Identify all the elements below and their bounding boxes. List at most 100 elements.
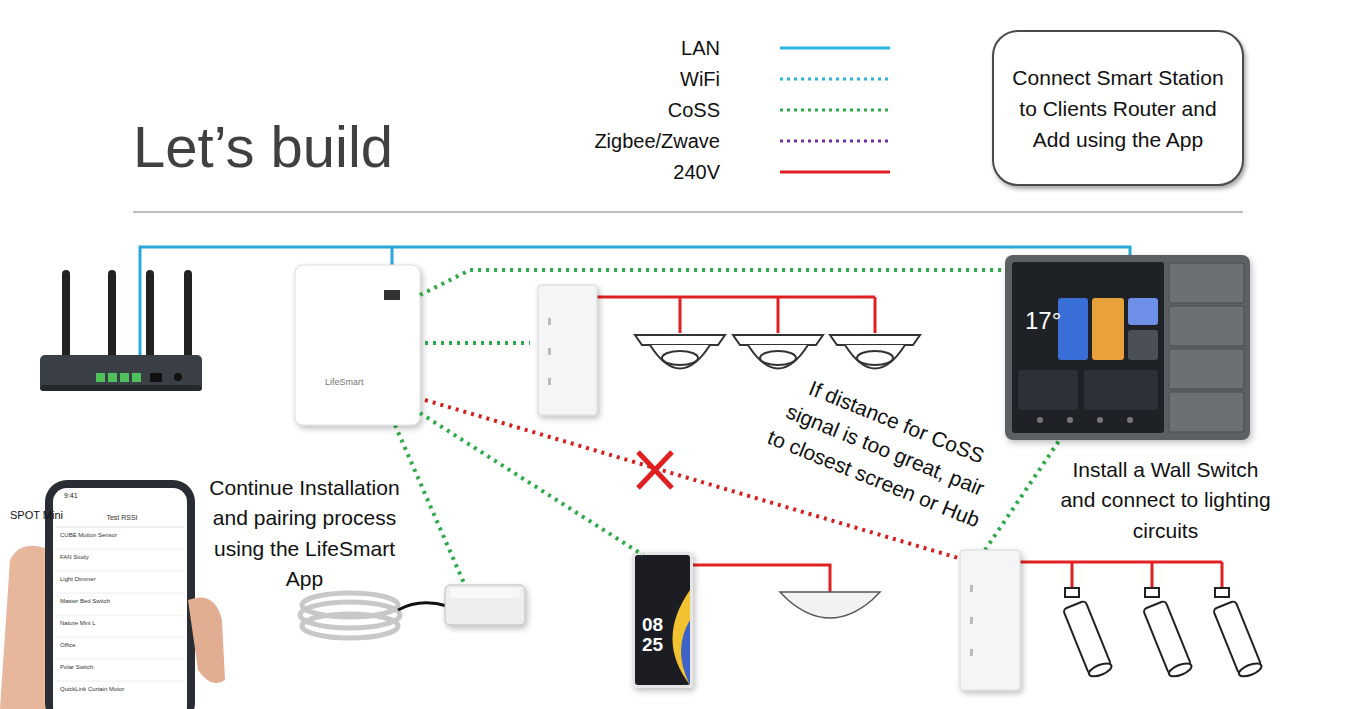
smart-screen-device (1005, 255, 1250, 440)
app-screen-text: Polar Switch (60, 664, 150, 671)
coss-connector (420, 270, 1005, 295)
lan-cable (140, 247, 1130, 378)
downlight (650, 345, 710, 369)
node-text: 17° (1025, 307, 1061, 335)
node-text: Connect Smart Station to Clients Router … (1010, 62, 1226, 155)
legend-text: LAN (681, 36, 720, 60)
app-screen-text: Light Dimmer (60, 576, 150, 583)
phone (45, 480, 195, 709)
wall-switch (970, 585, 973, 592)
router (132, 373, 141, 382)
instruction-box: Connect Smart Station to Clients Router … (992, 30, 1244, 186)
smart-screen-device (1012, 262, 1164, 433)
mains-wiring (777, 297, 780, 333)
legend-samples (780, 47, 890, 50)
mains-wiring (690, 565, 830, 592)
hub-device (295, 265, 420, 425)
router (40, 355, 202, 390)
mains-wiring (1151, 562, 1154, 590)
app-screen-text: Master Bed Switch (60, 598, 150, 605)
app-screen-text: Office (60, 642, 150, 649)
legend-text: WiFi (680, 67, 720, 91)
smart-screen-node: 17° (1005, 255, 1250, 440)
legend-samples (780, 140, 890, 143)
title-rule (133, 212, 1243, 213)
smart-screen-device (1058, 298, 1088, 360)
router (62, 270, 70, 362)
app-screen-text: QuickLink Curtain Motor (60, 686, 150, 693)
track-spotlight (1237, 661, 1263, 679)
downlight (635, 335, 920, 369)
app-screen-text: Nature Mini L (60, 620, 150, 627)
led-strip (300, 593, 400, 638)
smart-screen-device (1084, 370, 1158, 410)
led-wire (398, 603, 447, 610)
legend-text: Zigbee/Zwave (594, 129, 720, 153)
phone (56, 615, 184, 616)
hub-device (384, 290, 400, 300)
wall-switch (548, 348, 551, 355)
phone (56, 593, 184, 594)
legend-text: 240V (673, 160, 720, 184)
track-spotlight (1145, 588, 1159, 597)
mains-wiring (1020, 561, 1222, 564)
downlight (857, 351, 893, 365)
thumb (188, 598, 225, 684)
coss-link (395, 425, 470, 597)
router (108, 270, 116, 362)
mains-wiring (874, 297, 877, 333)
router (184, 270, 192, 362)
wall-switch (538, 285, 597, 415)
wall-switch (548, 318, 551, 325)
hand (0, 546, 50, 709)
wall-switch (960, 550, 1020, 690)
wall-switch (970, 649, 973, 656)
track-spotlight (1167, 661, 1193, 679)
node-text: LifeSmart (325, 377, 364, 387)
mains-wiring (597, 296, 875, 299)
track-spotlight (1215, 588, 1229, 597)
smart-screen-device (1128, 330, 1158, 360)
track-spotlight (1143, 601, 1193, 680)
annotation-text: If distance for CoSS signal is too great… (761, 365, 1008, 536)
smart-screen-device (1092, 298, 1124, 360)
router (108, 373, 117, 382)
legend-samples (780, 109, 890, 112)
smart-screen-device (1037, 417, 1043, 423)
downlight (635, 335, 725, 345)
thumb (188, 598, 225, 684)
failed-coss-link (638, 452, 672, 488)
legend-samples (780, 78, 890, 81)
smart-screen-device (1128, 298, 1158, 325)
smart-screen-device (1169, 349, 1244, 389)
track-spotlight (1063, 588, 1263, 679)
phone (56, 637, 184, 638)
app-screen-text: CUBE Motion Sensor (60, 532, 150, 539)
router (40, 385, 202, 391)
coss-connector (420, 413, 643, 555)
touch-panel-node: 08 25 (635, 555, 690, 685)
phone (45, 480, 195, 709)
wall-switch (538, 285, 597, 415)
hub-device (295, 265, 420, 425)
annotation-text: Install a Wall Switch and connect to lig… (1058, 455, 1273, 546)
smart-screen-device (1127, 417, 1133, 423)
app-screen-text: SPOT Mini (10, 508, 310, 524)
phone (56, 571, 184, 572)
smart-screen-device (1005, 255, 1250, 440)
mains-wiring (679, 297, 682, 333)
track-spotlight (1213, 601, 1263, 680)
coss-link (425, 341, 530, 345)
led-controller (445, 585, 525, 625)
legend-samples (780, 171, 890, 174)
node-text: 08 25 (642, 615, 670, 655)
app-screen-text: 9:41 (64, 492, 94, 500)
router (120, 373, 129, 382)
touch-panel-device (673, 590, 691, 685)
downlight (662, 351, 698, 365)
app-screen-text: Test RSSI (92, 514, 152, 522)
track-spotlight (1065, 588, 1079, 597)
router (96, 373, 105, 382)
router (174, 373, 182, 381)
